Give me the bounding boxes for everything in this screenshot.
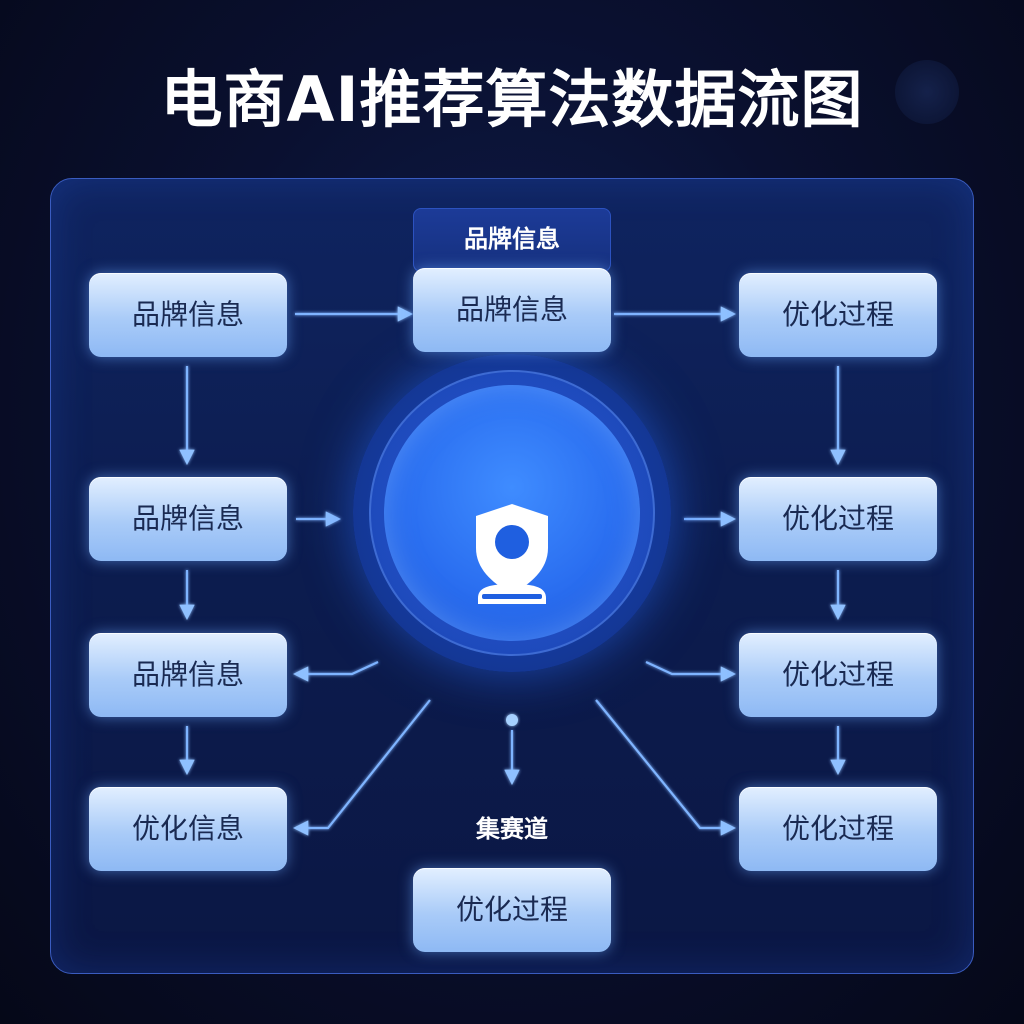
connector-dot (506, 714, 518, 726)
middle-label: 集赛道 (476, 815, 548, 843)
arrow-hub-to-right3 (645, 661, 737, 682)
arrow-hub-to-left3 (292, 661, 379, 682)
node-right-1: 优化过程 (739, 273, 937, 357)
node-top-center: 品牌信息 (413, 268, 611, 352)
node-left-1: 品牌信息 (89, 273, 287, 357)
node-right-3: 优化过程 (739, 633, 937, 717)
arrow-hub-to-right4 (595, 699, 737, 836)
user-shield-icon (476, 504, 548, 604)
page-title: 电商AI推荐算法数据流图 (160, 63, 864, 136)
node-left-3: 品牌信息 (89, 633, 287, 717)
decorative-dot (895, 60, 959, 124)
node-bottom-center: 优化过程 (413, 868, 611, 952)
node-right-2: 优化过程 (739, 477, 937, 561)
top-label: 品牌信息 (464, 225, 560, 253)
node-right-4: 优化过程 (739, 787, 937, 871)
top-label-box (413, 208, 611, 272)
arrow-hub-to-left4 (292, 699, 431, 836)
node-left-4: 优化信息 (89, 787, 287, 871)
node-left-2: 品牌信息 (89, 477, 287, 561)
